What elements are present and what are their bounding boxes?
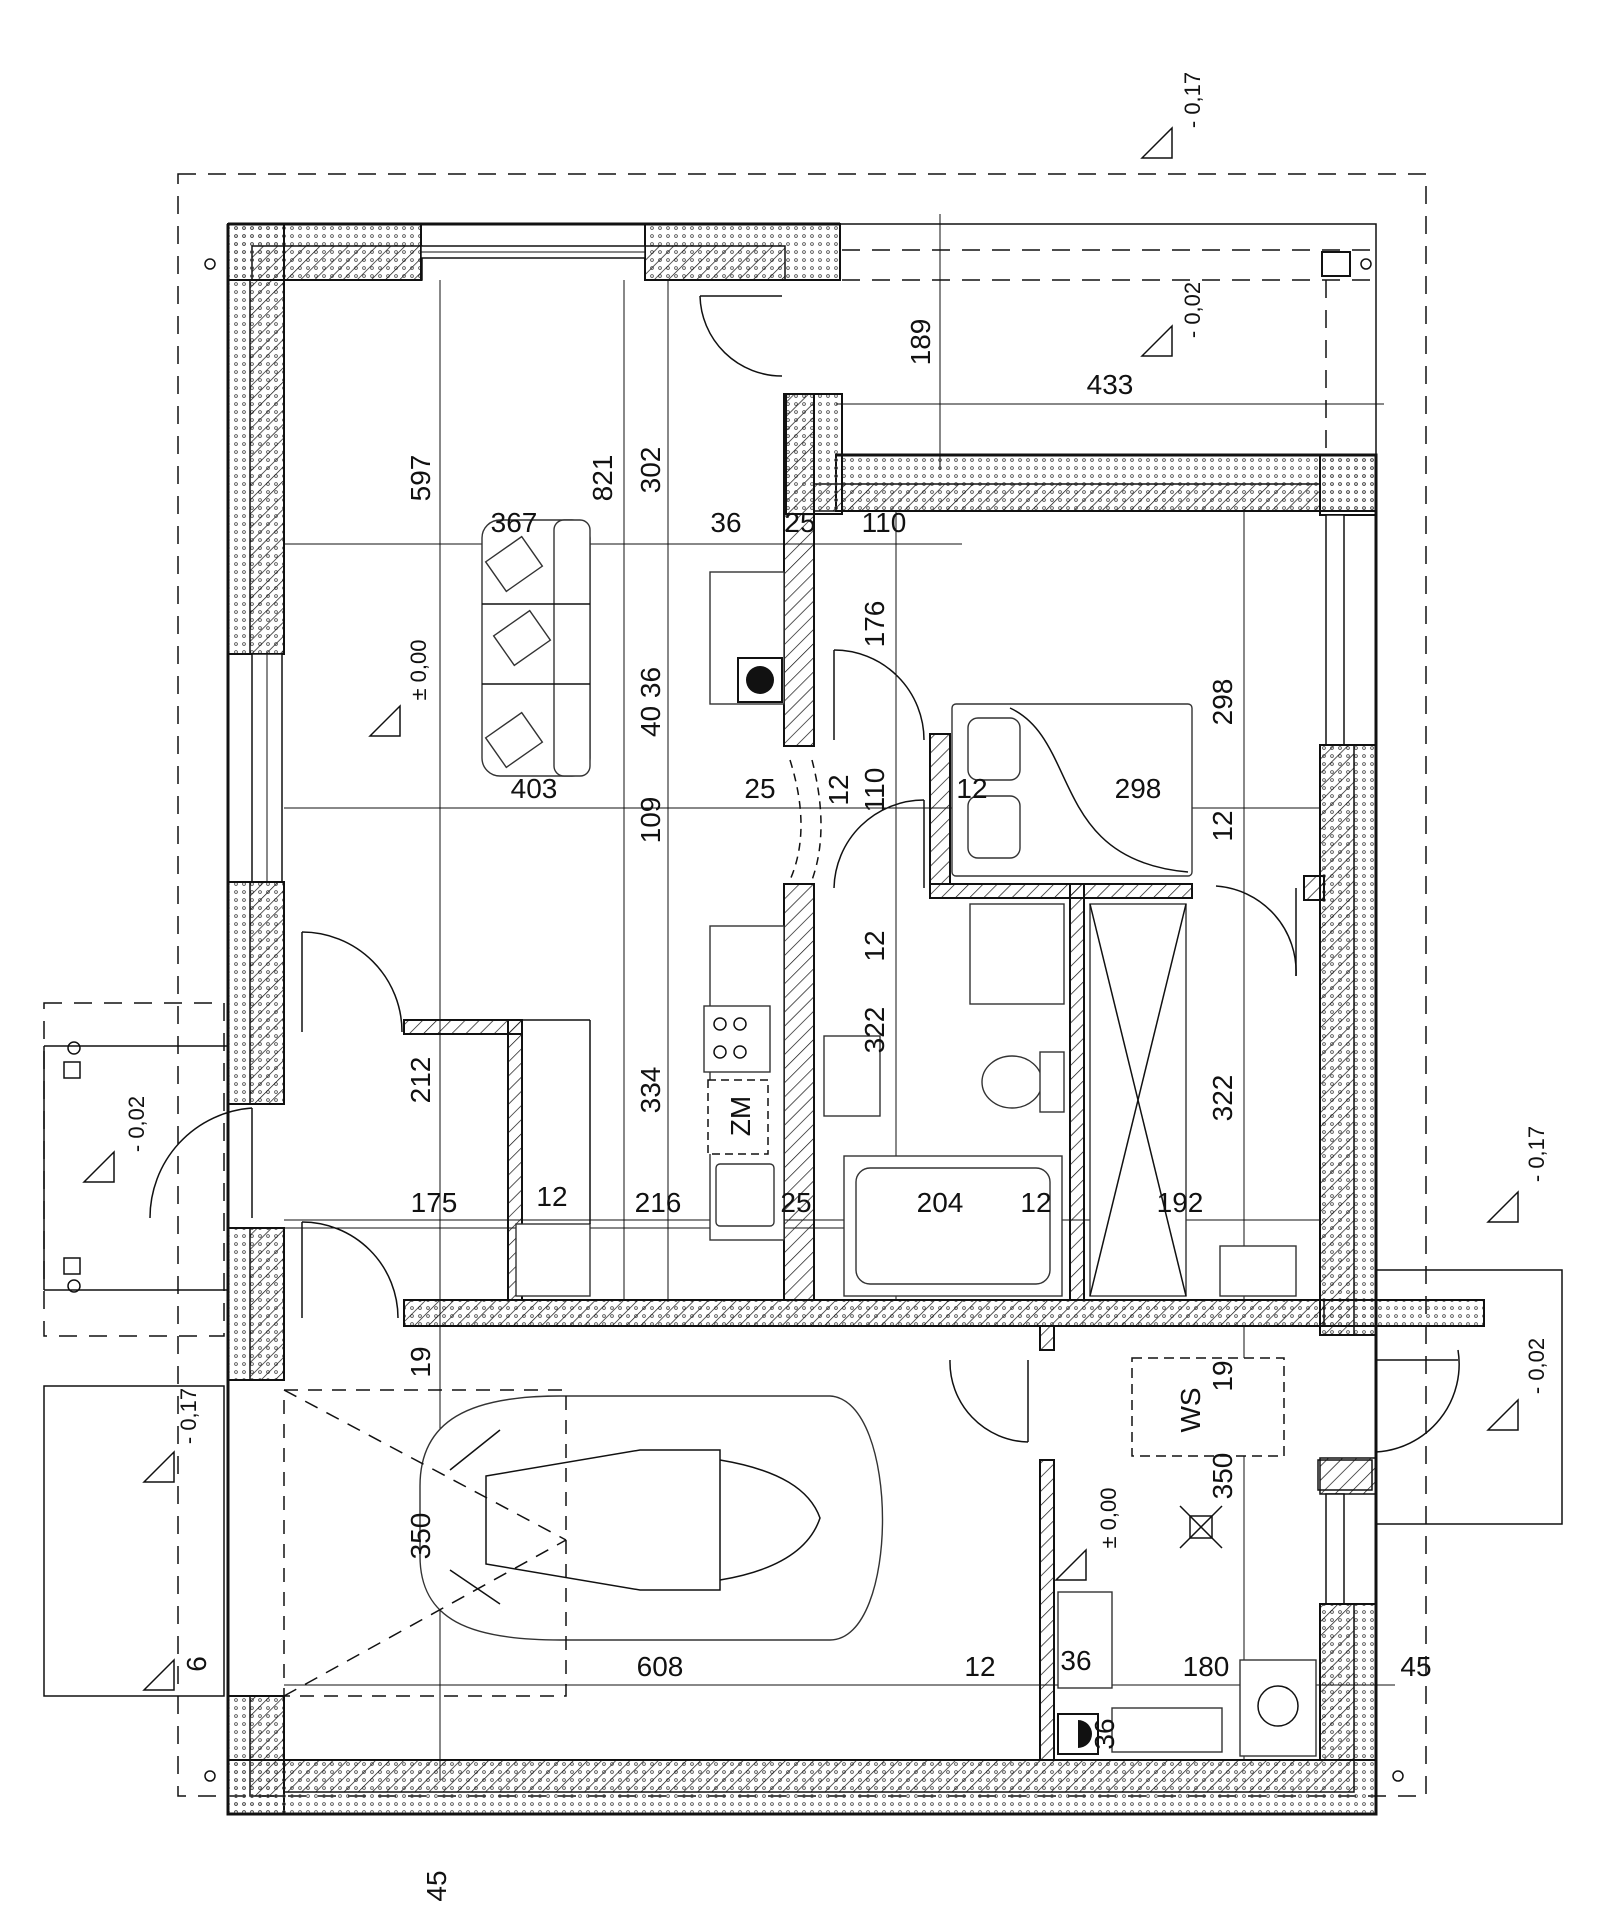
wardrobe — [1089, 903, 1297, 1297]
dim-298b: 298 — [1115, 773, 1162, 804]
dim-433: 433 — [1087, 369, 1134, 400]
dim-36c: 36 — [1089, 1718, 1120, 1749]
dim-6: 6 — [181, 1656, 212, 1672]
dim-12b: 12 — [956, 773, 987, 804]
dim-334: 334 — [635, 1067, 666, 1114]
dim-12a: 12 — [823, 774, 854, 805]
dim-110a: 110 — [862, 507, 907, 538]
dim-25a: 25 — [784, 507, 815, 538]
dim-36b: 36 — [1060, 1645, 1091, 1676]
door-entry-swing — [149, 1107, 253, 1219]
dim-176: 176 — [859, 601, 890, 648]
dim-189: 189 — [905, 319, 936, 366]
room-labels: ZM WS — [725, 1096, 1206, 1433]
dim-12e: 12 — [536, 1181, 567, 1212]
level-left-entry: - 0,02 — [124, 1096, 149, 1152]
label-zm: ZM — [725, 1096, 756, 1136]
label-ws: WS — [1175, 1387, 1206, 1432]
dim-19a: 19 — [405, 1346, 436, 1377]
flue-circle — [746, 666, 774, 694]
dim-212: 212 — [405, 1057, 436, 1104]
dim-12f: 12 — [1020, 1187, 1051, 1218]
level-labels: - 0,17 - 0,02 ± 0,00 - 0,02 - 0,17 - 0,0… — [124, 72, 1549, 1549]
door-wardrobe — [1215, 885, 1297, 977]
dim-19b: 19 — [1207, 1360, 1238, 1391]
dim-12g: 12 — [964, 1651, 995, 1682]
dim-45a: 45 — [1400, 1651, 1431, 1682]
interior-walls — [403, 393, 1485, 1761]
outdoor-lamps — [63, 251, 1404, 1782]
vent-icon — [1179, 1505, 1223, 1549]
level-living: ± 0,00 — [406, 639, 431, 700]
dim-175: 175 — [411, 1187, 458, 1218]
dim-110b: 110 — [859, 768, 890, 813]
level-right-mid: - 0,17 — [1524, 1126, 1549, 1182]
level-markers — [82, 126, 1519, 1691]
bathroom-fixtures — [823, 903, 1065, 1297]
door-entrance-bottom — [301, 1221, 399, 1319]
dimension-labels: 597 821 302 367 36 25 110 189 433 176 40… — [181, 319, 1432, 1902]
dim-180: 180 — [1183, 1651, 1230, 1682]
dim-12c: 12 — [1207, 810, 1238, 841]
door-side-exit — [1375, 1349, 1460, 1453]
terraces — [43, 223, 1563, 1697]
dim-45b: 45 — [421, 1870, 452, 1901]
level-garage-left: - 0,17 — [176, 1388, 201, 1444]
dim-322b: 322 — [1207, 1075, 1238, 1122]
level-right-lower: - 0,02 — [1524, 1338, 1549, 1394]
dim-608: 608 — [637, 1651, 684, 1682]
dim-302: 302 — [635, 447, 666, 494]
bed — [951, 703, 1193, 877]
door-bedroom — [833, 649, 925, 741]
level-utility: ± 0,00 — [1096, 1487, 1121, 1548]
dim-298a: 298 — [1207, 679, 1238, 726]
dim-25c: 25 — [780, 1187, 811, 1218]
door-entrance-top — [301, 931, 403, 1033]
dim-403: 403 — [511, 773, 558, 804]
utility-fixtures — [1057, 1357, 1373, 1757]
garage-door-swing — [283, 1389, 567, 1697]
dim-367: 367 — [491, 507, 538, 538]
door-terrace — [699, 295, 783, 377]
level-top-right: - 0,17 — [1180, 72, 1205, 128]
dim-350b: 350 — [1207, 1453, 1238, 1500]
dim-192: 192 — [1157, 1187, 1204, 1218]
dim-821: 821 — [587, 455, 618, 502]
dim-40-36: 40 36 — [635, 667, 666, 737]
dim-36a: 36 — [710, 507, 741, 538]
dim-25b: 25 — [744, 773, 775, 804]
sofa — [481, 519, 591, 777]
dim-350a: 350 — [405, 1513, 436, 1560]
dim-322a: 322 — [859, 1007, 890, 1054]
dim-216: 216 — [635, 1187, 682, 1218]
level-entrance-top: - 0,02 — [1180, 282, 1205, 338]
dim-597: 597 — [405, 455, 436, 502]
car — [419, 1395, 884, 1641]
left-porch-outline — [43, 1002, 225, 1337]
dim-204: 204 — [917, 1187, 964, 1218]
exterior-walls — [226, 222, 1378, 1816]
doors — [149, 295, 1460, 1453]
door-bathroom — [833, 799, 925, 889]
door-utility — [949, 1359, 1029, 1443]
kitchen-counter — [515, 925, 785, 1297]
dim-109: 109 — [635, 797, 666, 844]
dim-12d: 12 — [859, 930, 890, 961]
